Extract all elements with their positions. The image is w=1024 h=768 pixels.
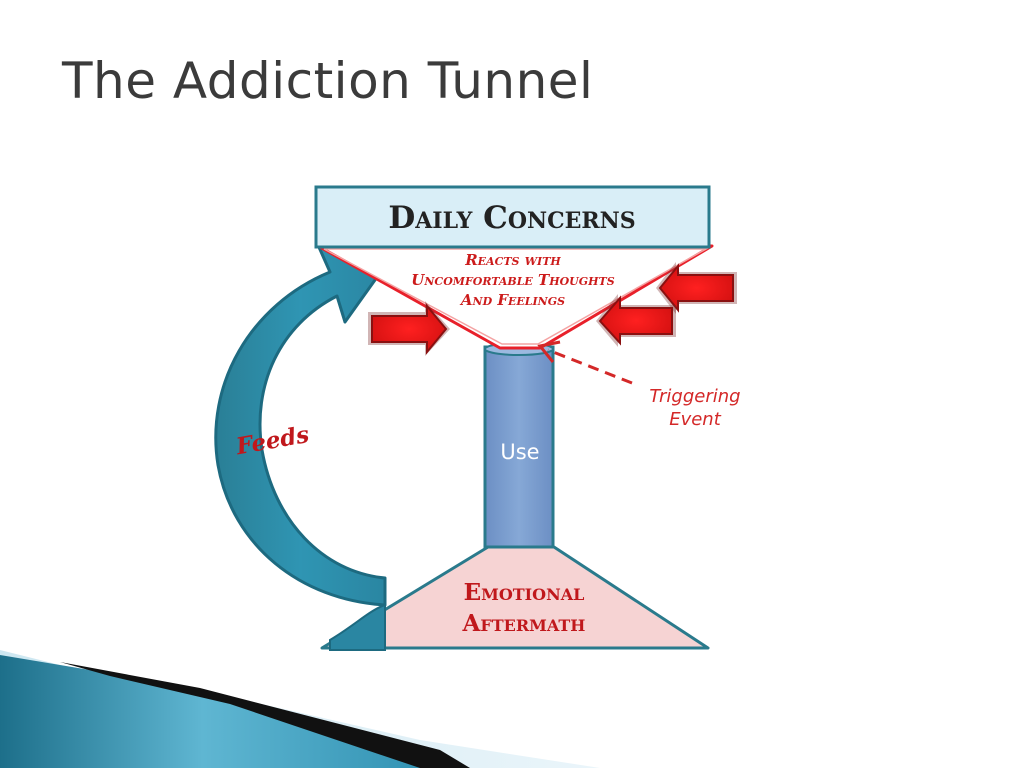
triggering-event-pointer [537, 340, 633, 385]
loop-arrow-tail [329, 578, 386, 651]
trigger-label-line-1: Triggering [649, 386, 740, 407]
funnel-label-line-3: And Feelings [459, 291, 565, 309]
slide-title: The Addiction Tunnel [62, 52, 594, 110]
funnel-label-line-1: Reacts with [464, 251, 561, 269]
funnel-label-line-2: Uncomfortable Thoughts [411, 271, 614, 289]
pressure-arrow-upper-right [656, 262, 737, 314]
pressure-arrow-left [368, 301, 450, 356]
corner-wave-decoration [0, 650, 600, 768]
feeds-loop-arrow [214, 243, 387, 607]
trigger-label-line-2: Event [669, 409, 722, 430]
daily-concerns-box [314, 185, 711, 249]
base-label-line-2: Aftermath [462, 610, 586, 637]
pressure-arrow-lower-right [596, 294, 676, 347]
use-column [483, 342, 555, 549]
base-label-line-1: Emotional [464, 579, 585, 606]
daily-concerns-label: Daily Concerns [388, 200, 635, 236]
use-label: Use [500, 440, 539, 464]
